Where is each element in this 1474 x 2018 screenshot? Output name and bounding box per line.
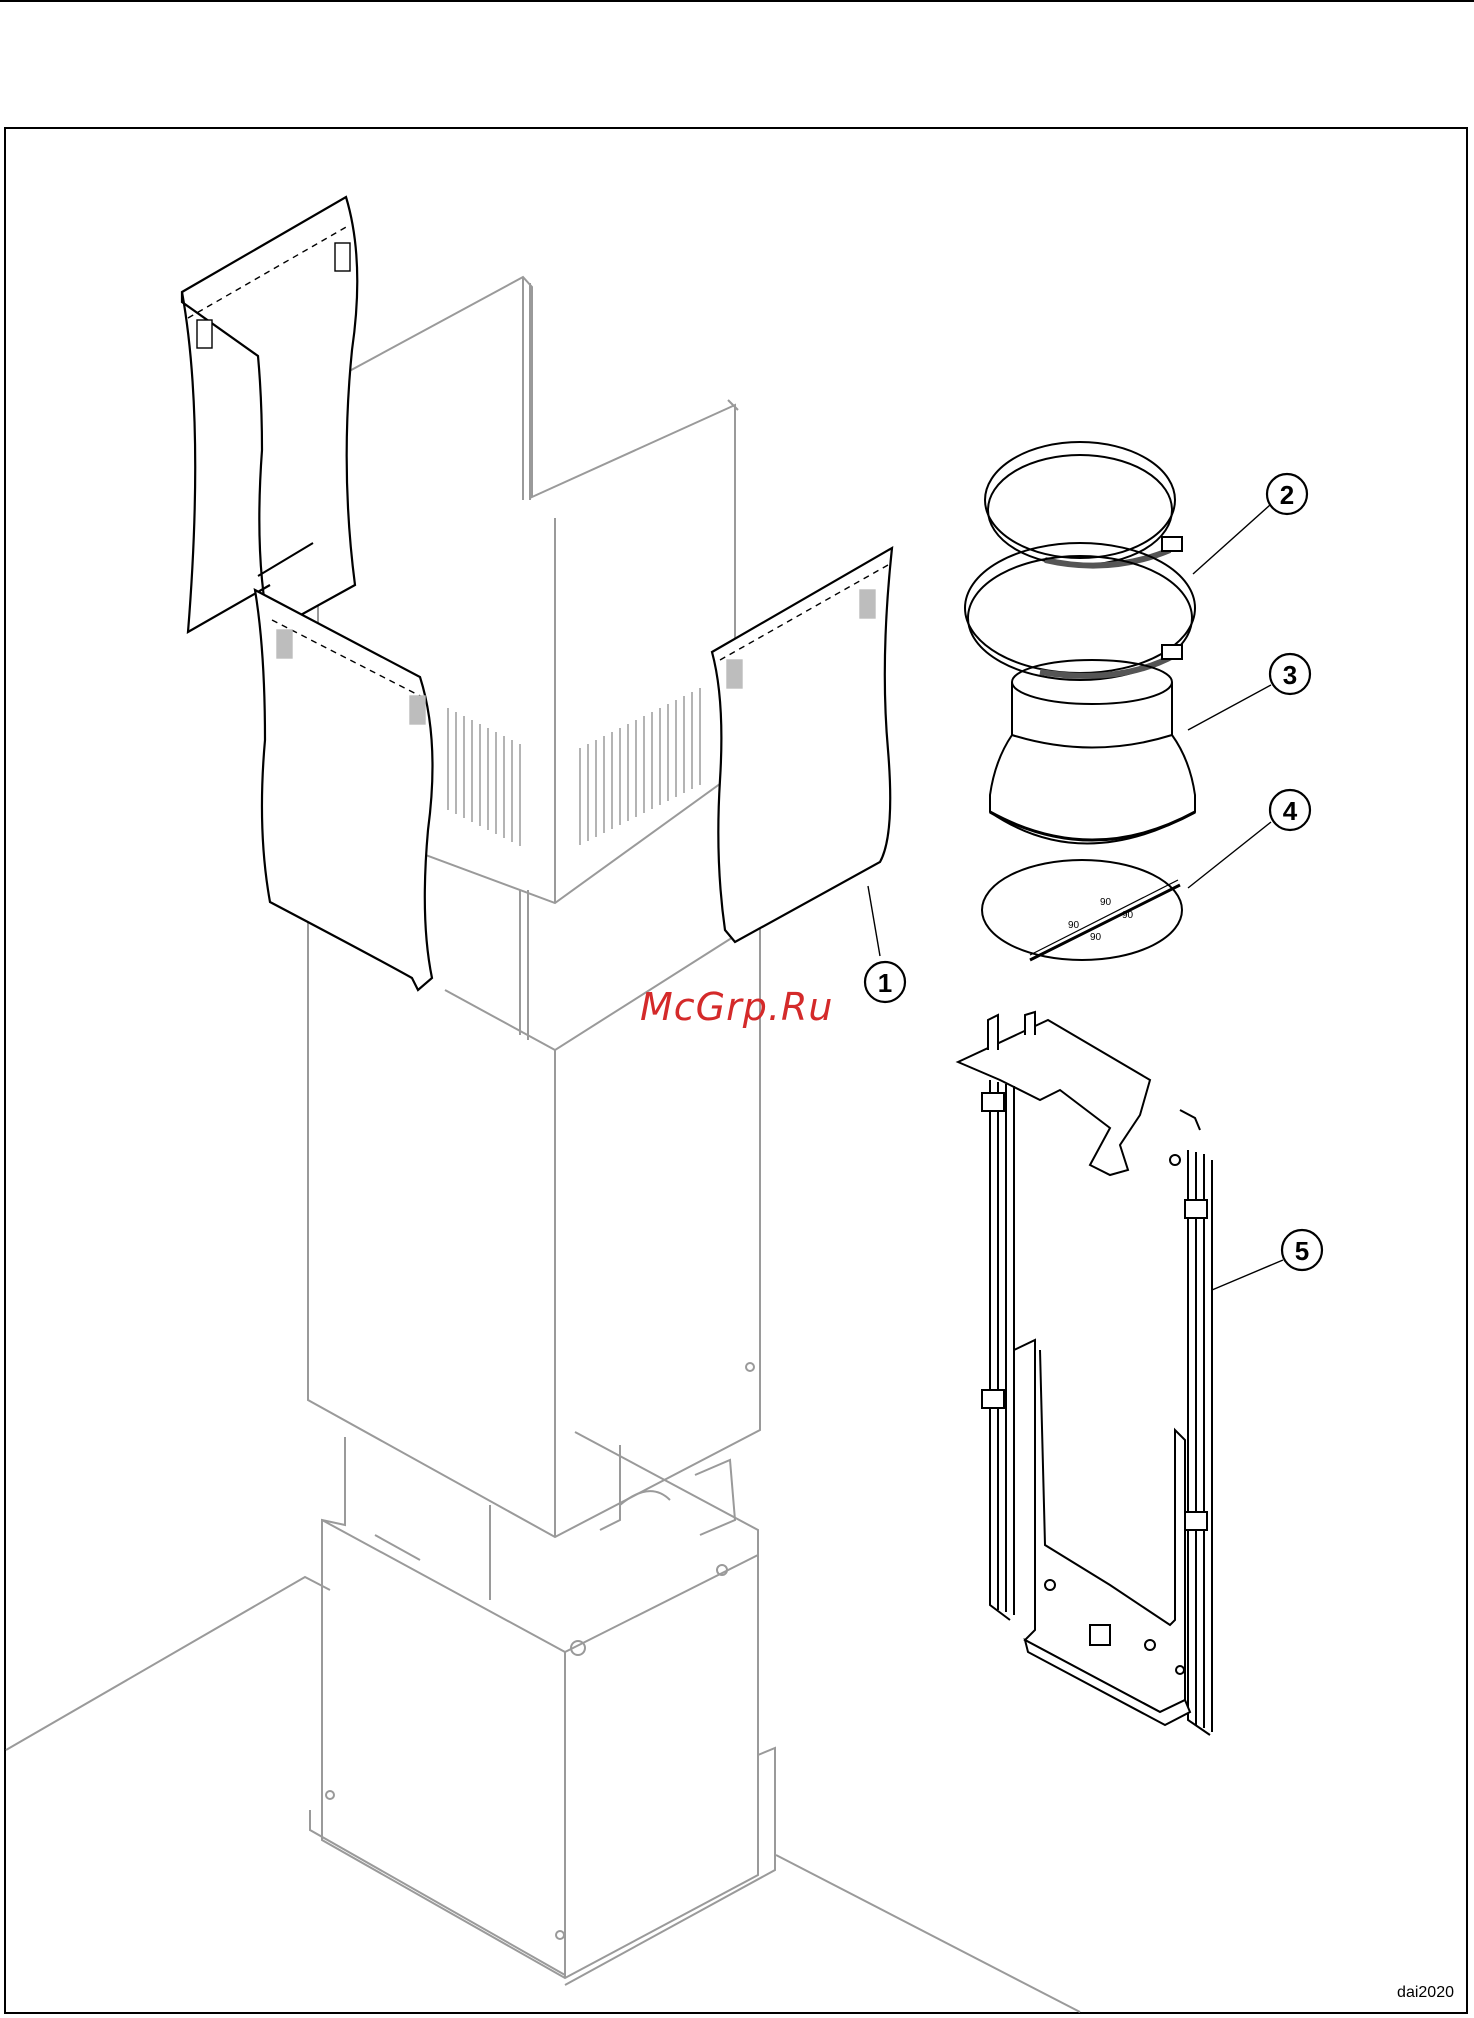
callout-2-label: 2	[1280, 480, 1294, 510]
svg-text:90: 90	[1090, 932, 1102, 943]
svg-text:90: 90	[1122, 910, 1134, 921]
figure-code: dai2020	[1397, 1984, 1454, 2002]
duct-connector	[990, 660, 1195, 844]
callout-3: 3	[1270, 654, 1310, 694]
motor-base-housing	[310, 1432, 775, 1985]
svg-text:90: 90	[1068, 920, 1080, 931]
floor-lines	[6, 1577, 1080, 2012]
flap-disc: 90 90 90 90	[982, 860, 1182, 960]
callout-4-label: 4	[1283, 796, 1298, 826]
hose-clamps	[965, 442, 1195, 680]
callout-5-label: 5	[1295, 1236, 1309, 1266]
callout-4: 4	[1270, 790, 1310, 830]
svg-text:90: 90	[1100, 897, 1112, 908]
callout-5: 5	[1282, 1230, 1322, 1270]
callout-1: 1	[865, 962, 905, 1002]
callout-1-label: 1	[878, 968, 892, 998]
callout-3-label: 3	[1283, 660, 1297, 690]
mounting-bracket	[958, 1012, 1212, 1735]
callout-2: 2	[1267, 474, 1307, 514]
watermark-text: McGrp.Ru	[640, 985, 833, 1029]
